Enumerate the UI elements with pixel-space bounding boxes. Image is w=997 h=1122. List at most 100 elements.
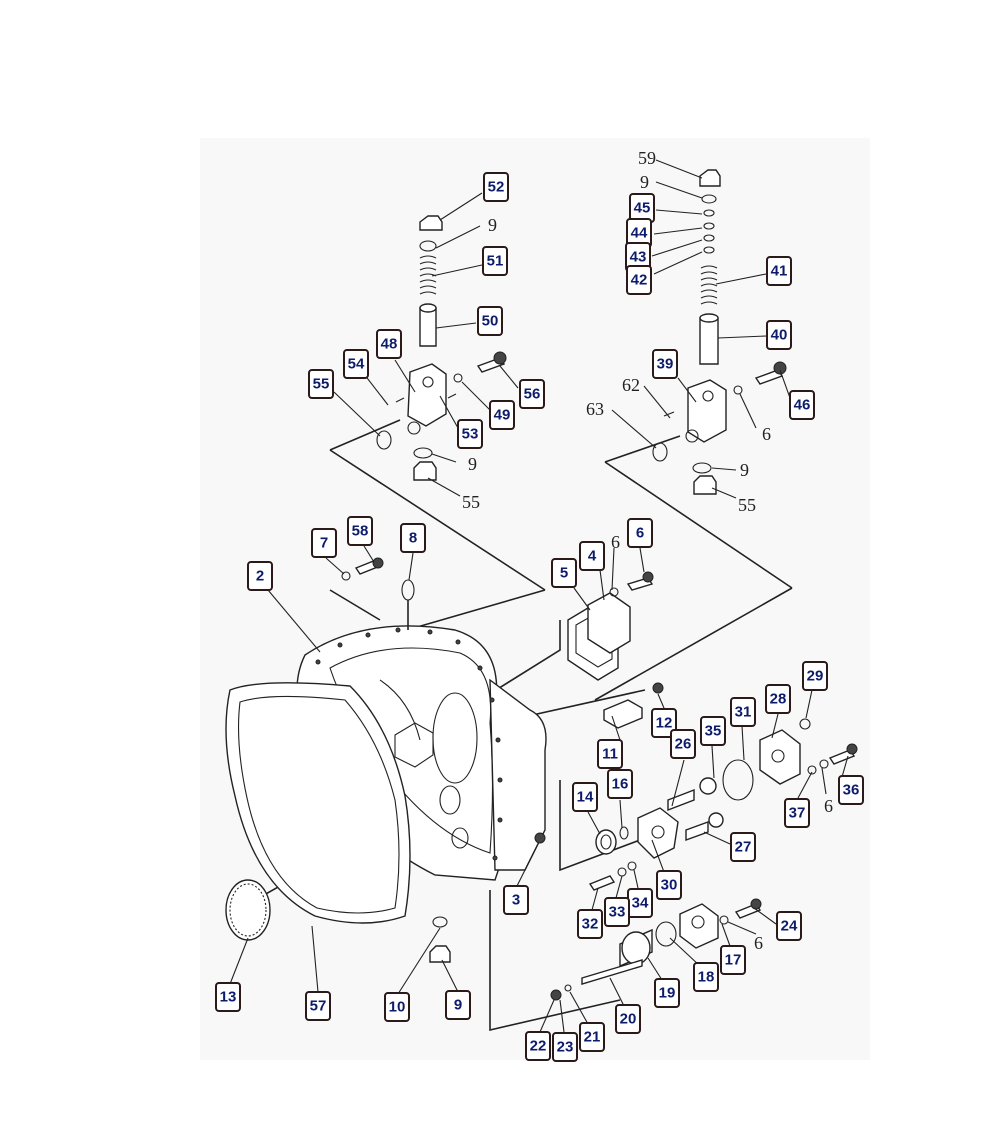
misc-parts (341, 557, 858, 1001)
svg-text:22: 22 (530, 1038, 547, 1055)
callout-29: 29 (802, 661, 828, 691)
callout-7: 7 (311, 528, 337, 558)
plain-label-6-a: 6 (762, 424, 771, 444)
callout-18: 18 (693, 962, 719, 992)
svg-text:16: 16 (612, 776, 629, 793)
svg-text:11: 11 (602, 746, 618, 763)
svg-text:33: 33 (609, 904, 626, 921)
svg-text:24: 24 (781, 918, 798, 935)
svg-text:52: 52 (488, 179, 505, 196)
callout-12: 12 (651, 708, 677, 738)
callout-57: 57 (305, 991, 331, 1021)
callout-23: 23 (552, 1032, 578, 1062)
svg-text:48: 48 (381, 336, 398, 353)
callout-35: 35 (700, 716, 726, 746)
callout-19: 19 (654, 978, 680, 1008)
svg-text:2: 2 (256, 568, 264, 585)
callout-46: 46 (789, 390, 815, 420)
svg-text:18: 18 (698, 969, 715, 986)
callout-4: 4 (579, 541, 605, 571)
svg-text:40: 40 (771, 327, 788, 344)
svg-text:36: 36 (843, 782, 860, 799)
plain-label-6-d: 6 (754, 933, 763, 953)
plain-label-9-b: 9 (468, 454, 477, 474)
plain-label-9-a: 9 (488, 215, 497, 235)
svg-text:17: 17 (725, 952, 742, 969)
leader-lines (229, 159, 849, 1033)
callout-37: 37 (784, 798, 810, 828)
svg-text:34: 34 (632, 895, 649, 912)
svg-text:8: 8 (409, 530, 417, 547)
svg-text:44: 44 (631, 225, 648, 242)
callout-40: 40 (766, 320, 792, 350)
ring-gear (225, 879, 271, 941)
svg-text:37: 37 (789, 805, 806, 822)
svg-text:53: 53 (462, 426, 479, 443)
svg-text:50: 50 (482, 313, 499, 330)
svg-text:5: 5 (560, 565, 568, 582)
callout-36: 36 (838, 775, 864, 805)
svg-text:20: 20 (620, 1011, 637, 1028)
callout-34: 34 (627, 888, 653, 918)
svg-text:6: 6 (636, 525, 644, 542)
svg-text:14: 14 (577, 789, 594, 806)
plain-label-6-c: 6 (824, 796, 833, 816)
callout-13: 13 (215, 982, 241, 1012)
plain-labels: 9 9 55 59 9 62 63 6 9 55 6 6 6 (462, 148, 833, 953)
callout-33: 33 (604, 897, 630, 927)
left-valve-group (329, 215, 546, 591)
callout-21: 21 (579, 1022, 605, 1052)
svg-text:54: 54 (348, 356, 365, 373)
housing-bolt-holes (315, 627, 503, 861)
callout-30: 30 (656, 870, 682, 900)
plain-label-6-b: 6 (611, 532, 620, 552)
svg-text:55: 55 (313, 376, 330, 393)
callout-17: 17 (720, 945, 746, 975)
svg-text:26: 26 (675, 736, 692, 753)
callout-54: 54 (343, 349, 369, 379)
svg-text:29: 29 (807, 668, 824, 685)
svg-text:9: 9 (454, 997, 462, 1014)
callout-3: 3 (503, 885, 529, 915)
ring-gear-teeth (229, 883, 267, 937)
svg-text:23: 23 (557, 1039, 574, 1056)
svg-text:30: 30 (661, 877, 678, 894)
svg-text:32: 32 (582, 916, 599, 933)
callout-5: 5 (551, 558, 577, 588)
callout-31: 31 (730, 697, 756, 727)
plain-label-59: 59 (638, 148, 656, 168)
svg-text:3: 3 (512, 892, 520, 909)
svg-text:13: 13 (220, 989, 237, 1006)
svg-text:28: 28 (770, 691, 787, 708)
callout-42: 42 (626, 265, 652, 295)
callout-9: 9 (445, 990, 471, 1020)
callout-50: 50 (477, 306, 503, 336)
plain-label-62: 62 (622, 375, 640, 395)
callout-16: 16 (607, 769, 633, 799)
svg-text:7: 7 (320, 535, 328, 552)
svg-text:57: 57 (310, 998, 327, 1015)
callout-45: 45 (629, 193, 655, 223)
callout-41: 41 (766, 256, 792, 286)
callout-20: 20 (615, 1004, 641, 1034)
plain-label-63: 63 (586, 399, 604, 419)
svg-text:10: 10 (389, 999, 406, 1016)
callout-8: 8 (400, 523, 426, 553)
callout-26: 26 (670, 729, 696, 759)
callout-55: 55 (308, 369, 334, 399)
svg-text:56: 56 (524, 386, 541, 403)
svg-text:4: 4 (588, 548, 597, 565)
svg-text:42: 42 (631, 272, 648, 289)
callout-14: 14 (572, 782, 598, 812)
callout-24: 24 (776, 911, 802, 941)
callout-43: 43 (625, 242, 651, 272)
svg-text:35: 35 (705, 723, 722, 740)
svg-text:27: 27 (735, 839, 752, 856)
callout-53: 53 (457, 419, 483, 449)
svg-text:19: 19 (659, 985, 676, 1002)
svg-text:58: 58 (352, 523, 369, 540)
callout-28: 28 (765, 684, 791, 714)
svg-text:41: 41 (771, 263, 788, 280)
svg-text:46: 46 (794, 397, 811, 414)
